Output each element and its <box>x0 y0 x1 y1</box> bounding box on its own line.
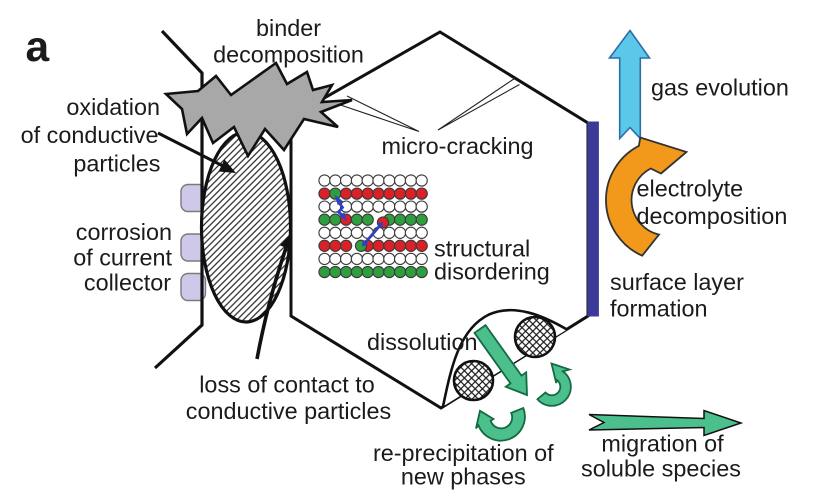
svg-text:re-precipitation of: re-precipitation of <box>373 440 554 466</box>
svg-text:particles: particles <box>73 151 160 177</box>
svg-text:new phases: new phases <box>401 464 526 490</box>
svg-text:collector: collector <box>84 270 171 296</box>
svg-text:oxidation: oxidation <box>66 94 160 120</box>
svg-text:conductive particles: conductive particles <box>186 398 391 424</box>
svg-text:disordering: disordering <box>434 259 550 285</box>
svg-text:decomposition: decomposition <box>637 203 788 229</box>
svg-text:a: a <box>26 24 50 71</box>
svg-text:micro-cracking: micro-cracking <box>382 133 534 159</box>
svg-text:soluble species: soluble species <box>581 456 741 482</box>
svg-text:decomposition: decomposition <box>213 42 364 68</box>
svg-text:corrosion: corrosion <box>76 219 172 245</box>
svg-text:of conductive: of conductive <box>21 122 159 148</box>
svg-text:formation: formation <box>610 296 708 322</box>
svg-text:electrolyte: electrolyte <box>637 175 744 201</box>
svg-text:loss of contact to: loss of contact to <box>199 372 375 398</box>
svg-text:structural: structural <box>434 236 530 262</box>
svg-text:of current: of current <box>73 245 172 271</box>
svg-text:dissolution: dissolution <box>367 329 478 355</box>
svg-text:surface layer: surface layer <box>610 269 744 295</box>
svg-text:gas evolution: gas evolution <box>651 74 789 100</box>
svg-text:migration of: migration of <box>601 431 724 457</box>
svg-text:binder: binder <box>256 15 321 41</box>
